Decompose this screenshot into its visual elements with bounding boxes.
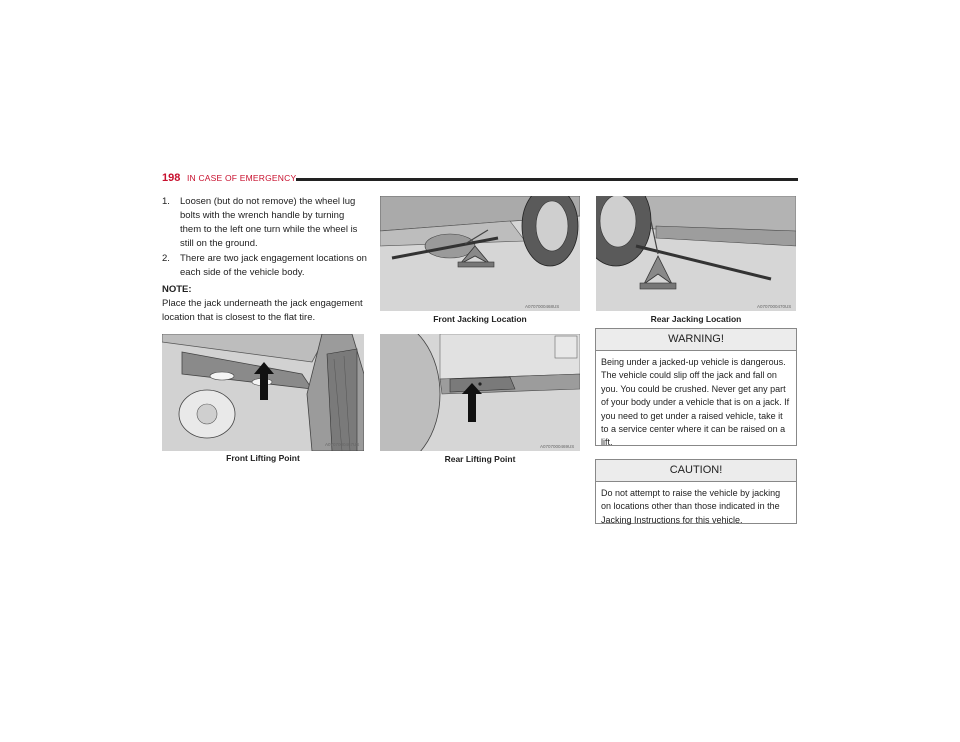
figure-code: A0707000470US: [757, 304, 792, 309]
page-number: 198: [162, 172, 181, 184]
note-text: Place the jack underneath the jack engag…: [162, 298, 363, 323]
figure-caption: Front Lifting Point: [226, 453, 300, 463]
note-heading: NOTE:: [162, 284, 192, 295]
warning-text: Being under a jacked-up vehicle is dange…: [601, 357, 790, 448]
step-text: Loosen (but do not remove) the wheel lug…: [180, 196, 358, 249]
step-2: 2. There are two jack engagement locatio…: [162, 252, 367, 280]
rear-jacking-location-figure: [596, 196, 796, 311]
caution-box: CAUTION! Do not attempt to raise the veh…: [595, 459, 797, 525]
front-lifting-point-figure: [162, 334, 364, 451]
caution-text: Do not attempt to raise the vehicle by j…: [601, 488, 781, 525]
figure-caption: Rear Jacking Location: [650, 314, 742, 324]
warning-box: WARNING! Being under a jacked-up vehicle…: [595, 328, 797, 447]
rear-lifting-point-figure: [380, 334, 580, 451]
header-rule: [296, 178, 798, 181]
figure-caption: Front Jacking Location: [433, 314, 527, 324]
figure-code: A0707000468US: [525, 304, 560, 309]
step-text: There are two jack engagement locations …: [180, 253, 367, 278]
figure-code: A0707000469US: [540, 444, 575, 449]
caution-title: CAUTION!: [596, 460, 796, 482]
step-number: 1.: [162, 196, 170, 207]
figure-code: A0707000467US: [325, 442, 360, 447]
step-number: 2.: [162, 253, 170, 264]
step-1: 1. Loosen (but do not remove) the wheel …: [162, 195, 367, 251]
section-title: IN CASE OF EMERGENCY: [187, 173, 297, 183]
front-jacking-location-figure: [380, 196, 580, 311]
figure-caption: Rear Lifting Point: [444, 454, 516, 464]
warning-title: WARNING!: [596, 329, 796, 351]
